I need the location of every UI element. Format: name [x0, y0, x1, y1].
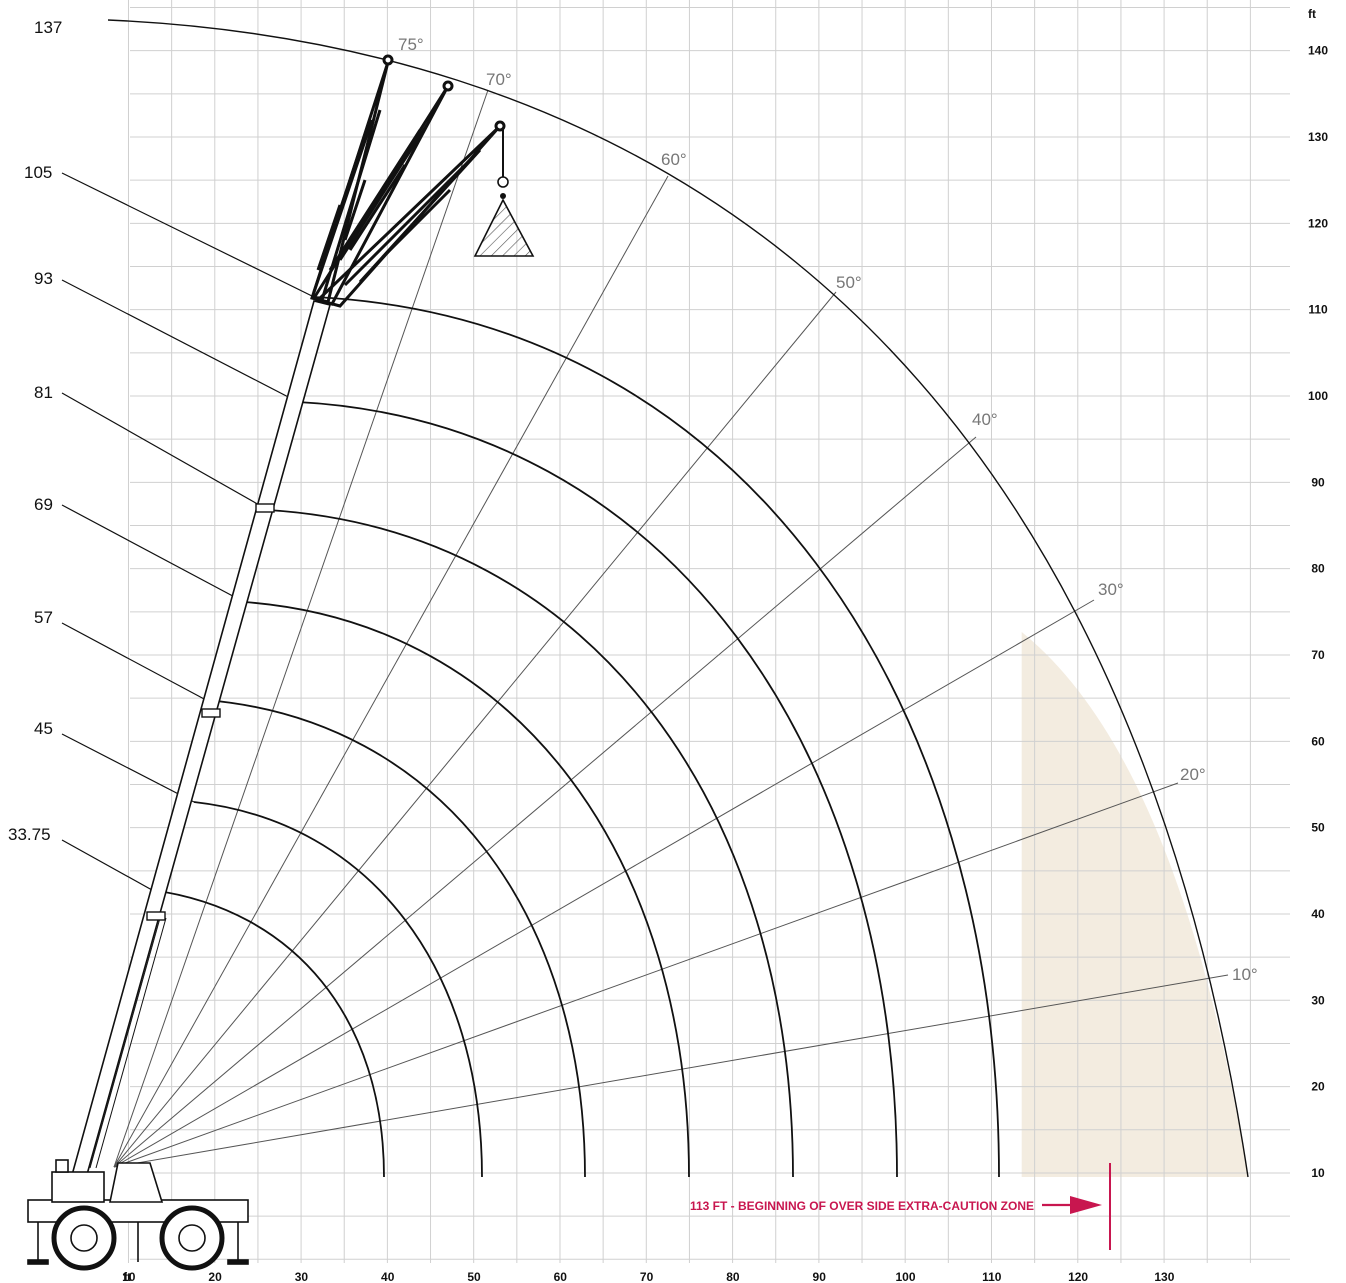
boom-length-labels: 33.75 45 57 69 81 93 105 137	[8, 18, 62, 844]
boom-length-leader	[61, 622, 207, 701]
boom-length-label: 93	[34, 269, 53, 288]
boom-length-label: 33.75	[8, 825, 51, 844]
boom-arc	[297, 401, 898, 1178]
x-tick-label: 110	[982, 1270, 1002, 1283]
x-tick-label: 60	[554, 1270, 568, 1283]
x-tick-label: 50	[467, 1270, 481, 1283]
x-tick-label: 30	[295, 1270, 309, 1283]
boom-angle-label: 60°	[661, 150, 687, 169]
boom-angle-line	[113, 436, 977, 1168]
y-tick-label: 60	[1311, 734, 1325, 748]
x-tick-label: 70	[640, 1270, 654, 1283]
x-tick-label: 120	[1068, 1270, 1088, 1283]
boom-length-leader	[61, 392, 269, 511]
boom-length-leader	[61, 172, 315, 298]
y-tick-label: 80	[1311, 562, 1325, 576]
boom-arc	[193, 801, 483, 1178]
x-tick-label: 20	[208, 1270, 222, 1283]
y-tick-label: 90	[1311, 475, 1325, 489]
boom-angle-line	[113, 599, 1095, 1168]
boom-angle-line	[113, 291, 837, 1168]
boom-length-label: 81	[34, 383, 53, 402]
boom-angle-line	[113, 974, 1229, 1168]
x-tick-label: 80	[726, 1270, 740, 1283]
telescopic-boom	[71, 300, 331, 1179]
boom-length-label: 69	[34, 495, 53, 514]
boom-arc	[205, 699, 586, 1178]
hook-load	[473, 128, 535, 257]
caution-zone-label: 113 FT - BEGINNING OF OVER SIDE EXTRA-CA…	[690, 1199, 1034, 1213]
boom-length-label: 137	[34, 18, 62, 37]
boom-angle-line	[113, 782, 1179, 1168]
y-axis-unit: ft	[1308, 7, 1316, 21]
boom-angle-label: 70°	[486, 70, 512, 89]
x-axis-unit: ft	[123, 1270, 131, 1283]
boom-length-label: 45	[34, 719, 53, 738]
y-tick-label: 110	[1308, 303, 1328, 317]
x-axis-ticks: ft 10 20 30 40 50 60 70 80 90 100 110 120 130	[122, 1270, 1175, 1283]
boom-angle-label: 40°	[972, 410, 998, 429]
caution-zone-marker: 113 FT - BEGINNING OF OVER SIDE EXTRA-CA…	[690, 1163, 1111, 1250]
boom-length-label: 57	[34, 608, 53, 627]
boom-angle-label: 30°	[1098, 580, 1124, 599]
crane-carrier	[27, 1159, 249, 1271]
y-tick-label: 70	[1311, 648, 1325, 662]
x-tick-label: 90	[813, 1270, 827, 1283]
boom-angle-label: 50°	[836, 273, 862, 292]
x-tick-label: 130	[1154, 1270, 1174, 1283]
boom-length-leader	[61, 733, 195, 803]
y-tick-label: 130	[1308, 130, 1328, 144]
y-tick-label: 40	[1311, 907, 1325, 921]
boom-arc	[151, 889, 385, 1178]
boom-angle-label: 20°	[1180, 765, 1206, 784]
boom-arc	[243, 601, 690, 1178]
x-tick-label: 100	[895, 1270, 915, 1283]
boom-length-leaders	[61, 172, 315, 891]
boom-angle-labels: 10° 20° 30° 40° 50° 60° 70° 75°	[398, 35, 1258, 984]
y-axis-ticks: ft 10 20 30 40 50 60 70 80 90 100 110 120 130 140	[1308, 7, 1328, 1180]
boom-length-leader	[61, 279, 299, 403]
x-tick-label: 10	[122, 1270, 136, 1283]
caution-zone-fill	[1021, 632, 1248, 1177]
y-tick-label: 20	[1311, 1080, 1325, 1094]
boom-arc	[267, 509, 794, 1178]
boom-angle-label: 10°	[1232, 965, 1258, 984]
boom-length-leader	[61, 839, 153, 891]
y-tick-label: 140	[1308, 44, 1328, 58]
y-tick-label: 50	[1311, 821, 1325, 835]
crane-illustration	[27, 54, 535, 1271]
caution-arrow-head	[1070, 1196, 1102, 1214]
boom-length-leader	[61, 504, 245, 603]
boom-angle-line	[113, 89, 489, 1168]
boom-angle-lines	[113, 89, 1229, 1168]
y-tick-label: 100	[1308, 389, 1328, 403]
boom-length-label: 105	[24, 163, 52, 182]
boom-arc	[313, 296, 1000, 1178]
y-tick-label: 120	[1308, 216, 1328, 230]
lattice-jib	[310, 54, 506, 308]
caution-zone-shading	[1021, 632, 1248, 1177]
y-tick-label: 30	[1311, 993, 1325, 1007]
boom-angle-label: 75°	[398, 35, 424, 54]
grid	[127, 0, 1290, 1263]
boom-arcs	[107, 19, 1249, 1178]
y-tick-label: 10	[1311, 1166, 1325, 1180]
boom-arc-outer	[107, 19, 1249, 1178]
boom-angle-line	[113, 175, 669, 1168]
x-tick-label: 40	[381, 1270, 395, 1283]
